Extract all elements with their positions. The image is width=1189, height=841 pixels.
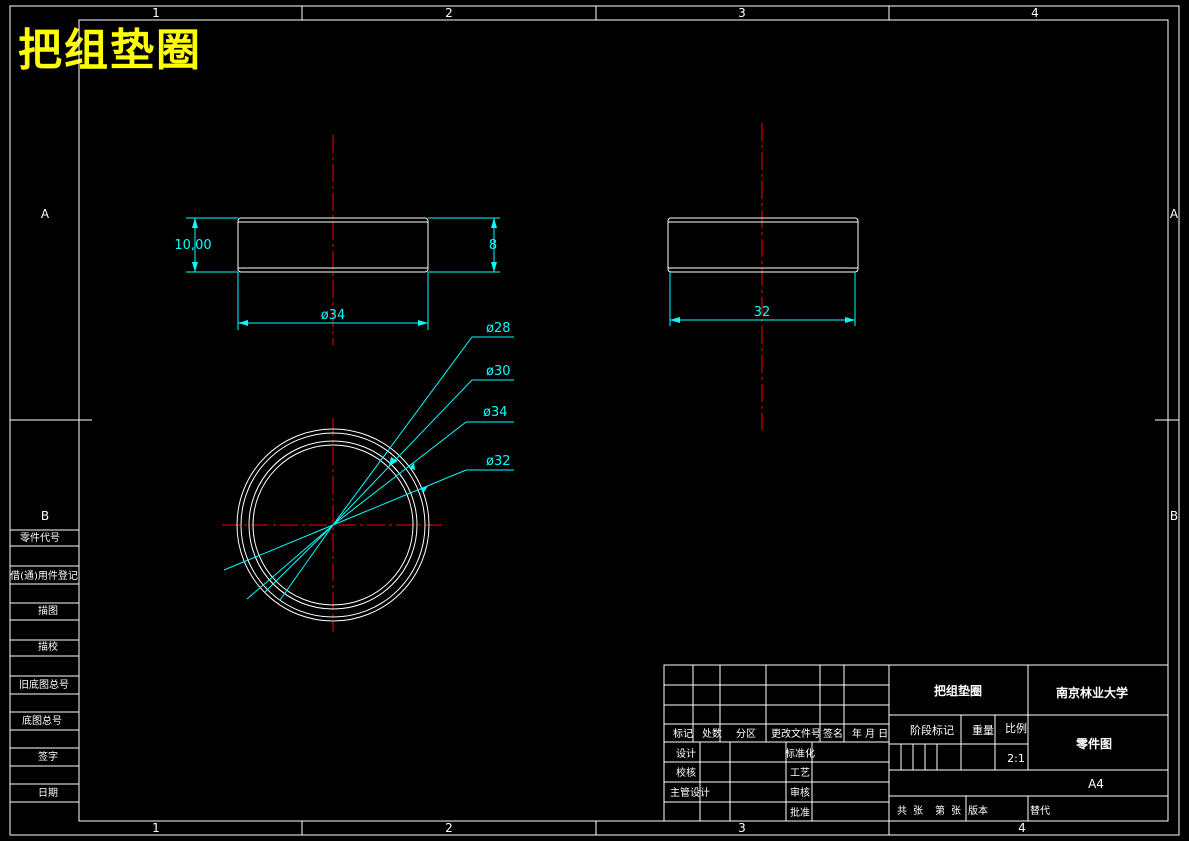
part-name: 把组垫圈 [934, 683, 982, 698]
zone-col-2-bottom: 2 [445, 821, 453, 835]
version-label: 版本 [968, 804, 988, 817]
zone-col-3-top: 3 [738, 6, 746, 20]
rev-header: 年 月 日 [852, 727, 888, 740]
rev-row-label: 校核 [676, 766, 696, 779]
top-view: ø28 ø30 ø34 ø32 [222, 321, 514, 632]
left-table-labels: 零件代号 借(通)用件登记 描图 描校 旧底图总号 底图总号 签字 日期 [10, 532, 78, 799]
sheet-no-label: 张 [951, 805, 961, 817]
drawing-title: 把组垫圈 [18, 25, 202, 76]
revision-table [663, 664, 890, 822]
zone-row-a-left: A [41, 207, 50, 221]
rev-header: 标记 [673, 728, 693, 740]
rev-header: 处数 [702, 727, 722, 740]
zone-row-b-left: B [41, 509, 49, 523]
dim-side-width: 32 [754, 305, 771, 320]
title-block [888, 664, 1169, 822]
sheet-size: A4 [1088, 777, 1104, 791]
scale-value: 2:1 [1007, 752, 1025, 765]
rev-row-label: 主管设计 [670, 786, 710, 799]
scale-label: 比例 [1005, 721, 1027, 735]
organization: 南京林业大学 [1056, 685, 1128, 700]
left-table-label: 零件代号 [20, 532, 60, 544]
rev-header: 签名 [823, 727, 843, 740]
dim-circle-d2: ø30 [486, 364, 511, 379]
front-view: 10,00 8 ø34 [174, 135, 500, 345]
rev-row-label: 审核 [790, 786, 810, 799]
side-view: 32 [667, 123, 859, 430]
rev-row-label: 设计 [676, 747, 696, 760]
zone-labels: 1 2 3 4 1 2 3 4 A B A B [41, 6, 1179, 835]
zone-col-1-bottom: 1 [152, 821, 160, 835]
frame [9, 5, 1180, 836]
replace-label: 替代 [1030, 804, 1050, 817]
left-table-label: 签字 [38, 750, 58, 763]
sheet-no: 第 [935, 804, 945, 817]
left-table-label: 旧底图总号 [19, 678, 69, 691]
left-table [10, 529, 79, 803]
dim-circle-d4: ø32 [486, 454, 511, 469]
sheets-total: 共 [897, 805, 907, 817]
dim-front-height-right: 8 [489, 238, 497, 253]
left-table-label: 描校 [38, 640, 58, 653]
dim-circle-d3: ø34 [483, 405, 508, 420]
sheets-label: 张 [913, 805, 923, 817]
left-table-label: 日期 [38, 787, 58, 799]
dim-front-height: 10,00 [174, 238, 211, 253]
rev-header: 更改文件号 [771, 727, 821, 740]
zone-col-2-top: 2 [445, 6, 453, 20]
rev-header: 分区 [736, 728, 756, 740]
zone-col-1-top: 1 [152, 6, 160, 20]
weight-label: 重量 [972, 723, 994, 737]
zone-row-a-right: A [1170, 207, 1179, 221]
rev-row-label: 标准化 [785, 747, 815, 760]
left-table-label: 借(通)用件登记 [10, 569, 78, 582]
rev-row-label: 批准 [790, 806, 810, 819]
stage-label: 阶段标记 [910, 723, 954, 737]
left-table-label: 底图总号 [22, 714, 62, 727]
zone-col-4-top: 4 [1031, 6, 1039, 20]
dim-front-diameter: ø34 [321, 308, 346, 323]
revision-table-text: 标记 处数 分区 更改文件号 签名 年 月 日 设计 标准化 校核 工艺 主管设… [670, 727, 888, 819]
rev-row-label: 工艺 [790, 767, 810, 779]
zone-row-b-right: B [1170, 509, 1178, 523]
zone-col-4-bottom: 4 [1018, 821, 1026, 835]
title-block-text: 把组垫圈 南京林业大学 阶段标记 重量 比例 2:1 零件图 A4 共 张 第 … [897, 683, 1128, 817]
dim-circle-d1: ø28 [486, 321, 511, 336]
left-table-label: 描图 [38, 604, 58, 617]
zone-col-3-bottom: 3 [738, 821, 746, 835]
drawing-type: 零件图 [1075, 736, 1112, 751]
